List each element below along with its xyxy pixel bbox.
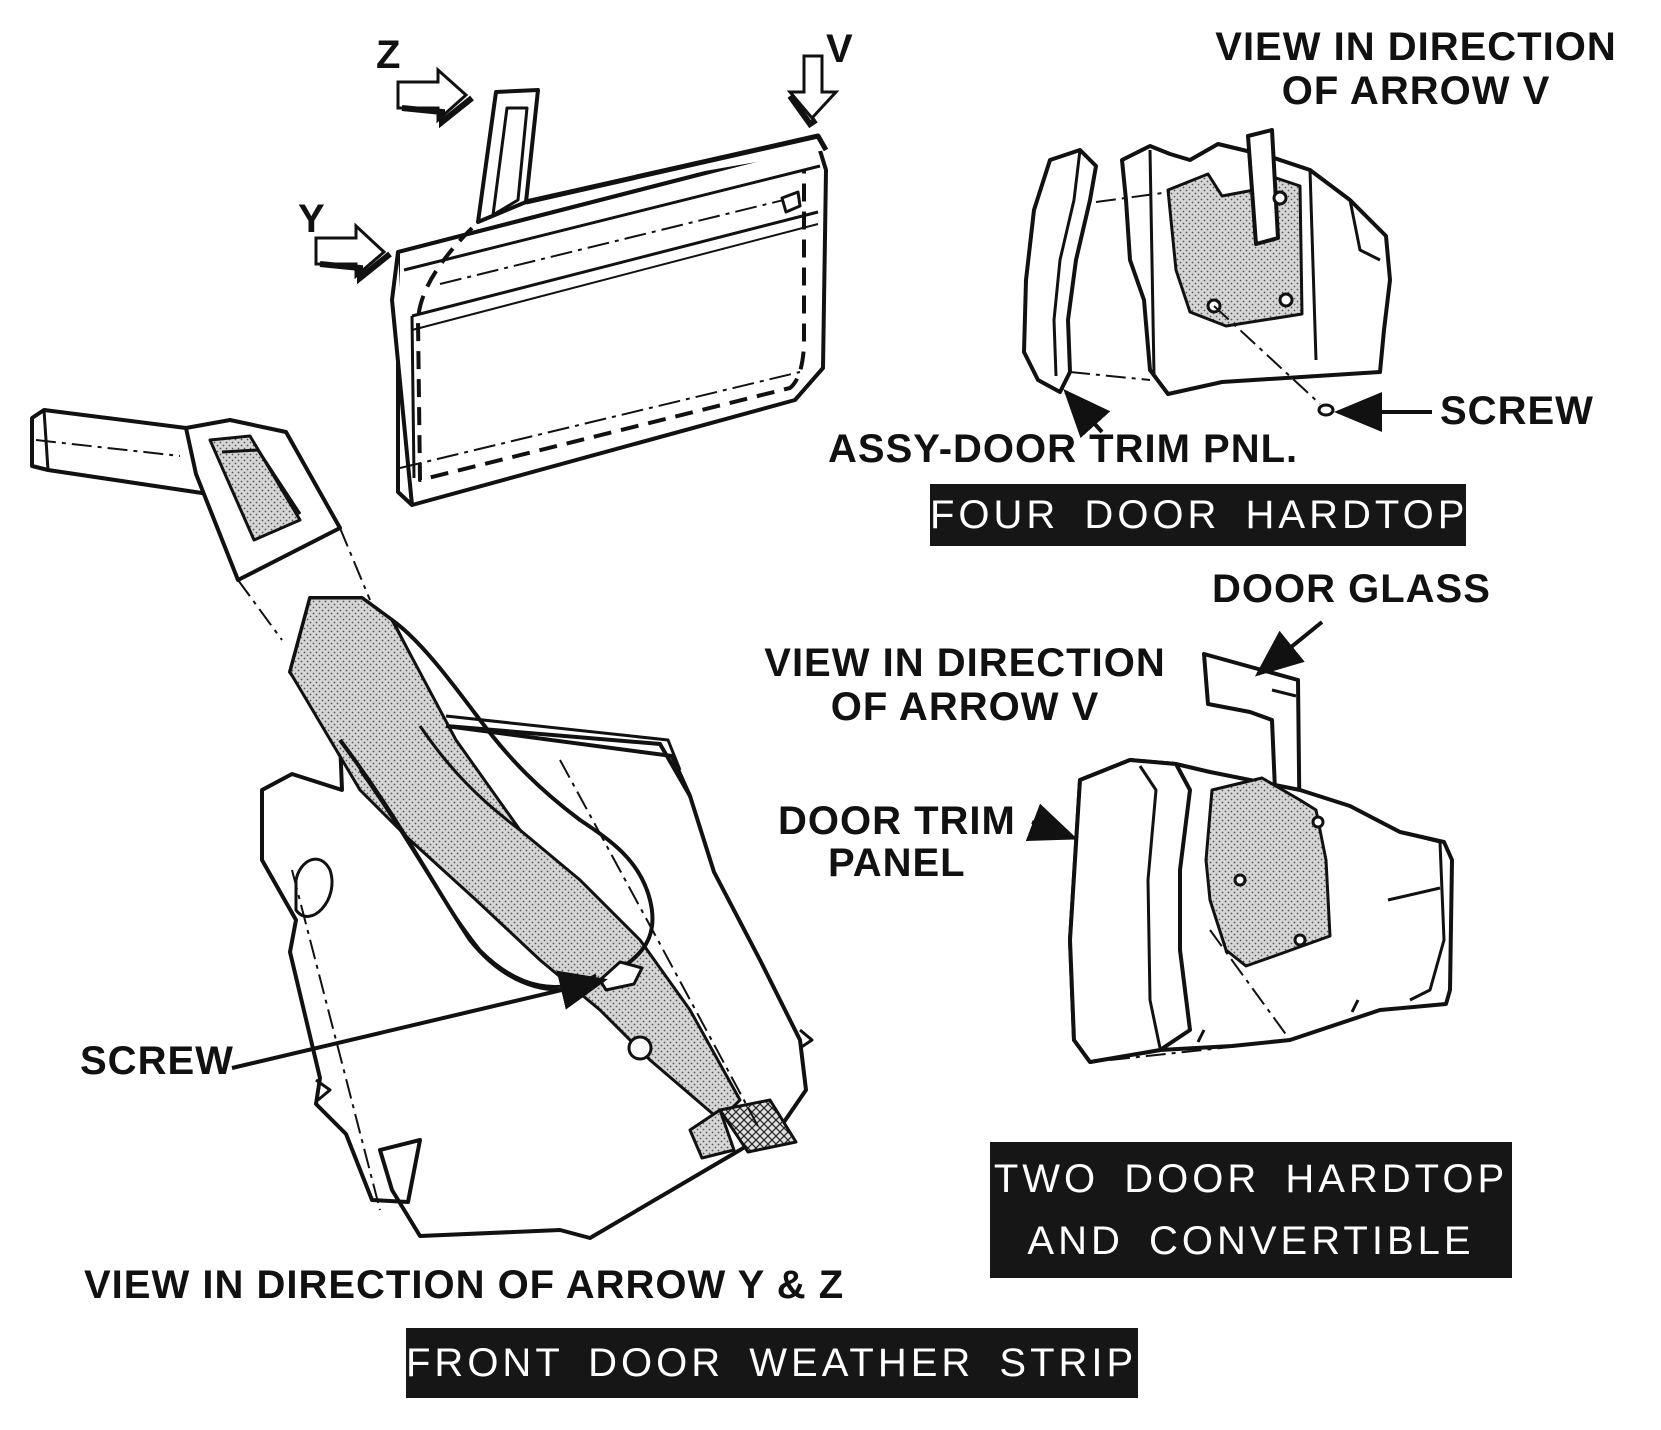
front-weatherstrip-view bbox=[30, 408, 814, 1240]
two-door-view-label-line1: VIEW IN DIRECTION bbox=[764, 641, 1166, 685]
door-overview bbox=[390, 88, 829, 507]
trim-panel-leader bbox=[1025, 803, 1078, 842]
trim-panel-label-line2: PANEL bbox=[828, 841, 966, 885]
arrow-y-label: Y bbox=[298, 197, 326, 241]
arrow-v bbox=[786, 54, 840, 129]
two-door-caption: TWO DOOR HARDTOP AND CONVERTIBLE bbox=[990, 1142, 1512, 1278]
front-screw-leader bbox=[231, 970, 608, 1070]
two-door-view-label-line2: OF ARROW V bbox=[830, 685, 1100, 729]
front-door-caption: FRONT DOOR WEATHER STRIPS bbox=[406, 1328, 1164, 1398]
four-door-view-label-line2: OF ARROW V bbox=[1281, 69, 1551, 113]
two-door-caption-line1: TWO DOOR HARDTOP bbox=[993, 1157, 1509, 1201]
trim-panel-label-line1: DOOR TRIM bbox=[778, 799, 1016, 843]
four-door-view bbox=[1022, 128, 1392, 417]
two-door-caption-line2: AND CONVERTIBLE bbox=[1027, 1219, 1475, 1263]
four-door-caption: FOUR DOOR HARDTOP bbox=[930, 484, 1466, 546]
arrow-z bbox=[396, 66, 474, 129]
four-door-panel-leader bbox=[1063, 389, 1111, 439]
front-view-label: VIEW IN DIRECTION OF ARROW Y & Z bbox=[84, 1263, 845, 1307]
arrow-v-label: V bbox=[826, 27, 854, 71]
front-screw-label: SCREW bbox=[80, 1039, 234, 1083]
four-door-screw-label: SCREW bbox=[1440, 389, 1594, 433]
four-door-panel-label: ASSY-DOOR TRIM PNL. bbox=[828, 427, 1299, 471]
two-door-view bbox=[1068, 652, 1454, 1064]
door-glass-leader bbox=[1254, 620, 1324, 677]
arrow-y bbox=[314, 222, 392, 285]
arrow-z-label: Z bbox=[376, 33, 402, 77]
four-door-view-label-line1: VIEW IN DIRECTION bbox=[1215, 25, 1617, 69]
door-glass-label: DOOR GLASS bbox=[1212, 567, 1491, 611]
